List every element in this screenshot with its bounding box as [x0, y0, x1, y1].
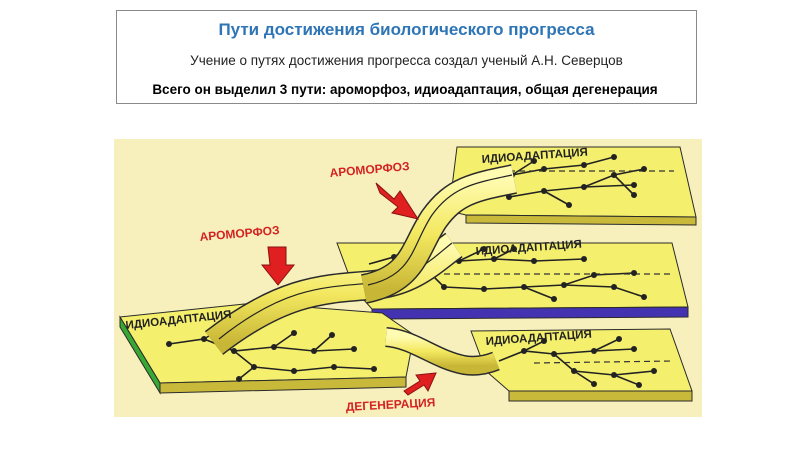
subtitle: Учение о путях достижения прогресса созд…	[190, 53, 623, 68]
arrow-aromorphoz-upper	[375, 182, 420, 220]
label-degeneration: ДЕГЕНЕРАЦИЯ	[345, 395, 435, 414]
diagram-svg: ИДИОАДАПТАЦИЯ ИДИОАДАПТАЦИЯ ИДИОАДАПТАЦИ…	[114, 139, 702, 417]
aromorphoz-tube-upper	[360, 164, 517, 304]
summary-note: Всего он выделил 3 пути: ароморфоз, идио…	[152, 82, 658, 97]
evolution-paths-diagram: ИДИОАДАПТАЦИЯ ИДИОАДАПТАЦИЯ ИДИОАДАПТАЦИ…	[114, 139, 702, 417]
degeneration-tube	[384, 327, 500, 376]
page-title: Пути достижения биологического прогресса	[218, 20, 595, 39]
label-aromorphoz-lower: АРОМОРФОЗ	[199, 223, 280, 244]
bottom-plate	[470, 328, 693, 402]
arrow-degeneration	[403, 372, 437, 396]
arrow-aromorphoz-lower	[260, 246, 296, 286]
title-box: Пути достижения биологического прогресса…	[116, 10, 697, 104]
label-aromorphoz-upper: АРОМОРФОЗ	[329, 159, 410, 180]
